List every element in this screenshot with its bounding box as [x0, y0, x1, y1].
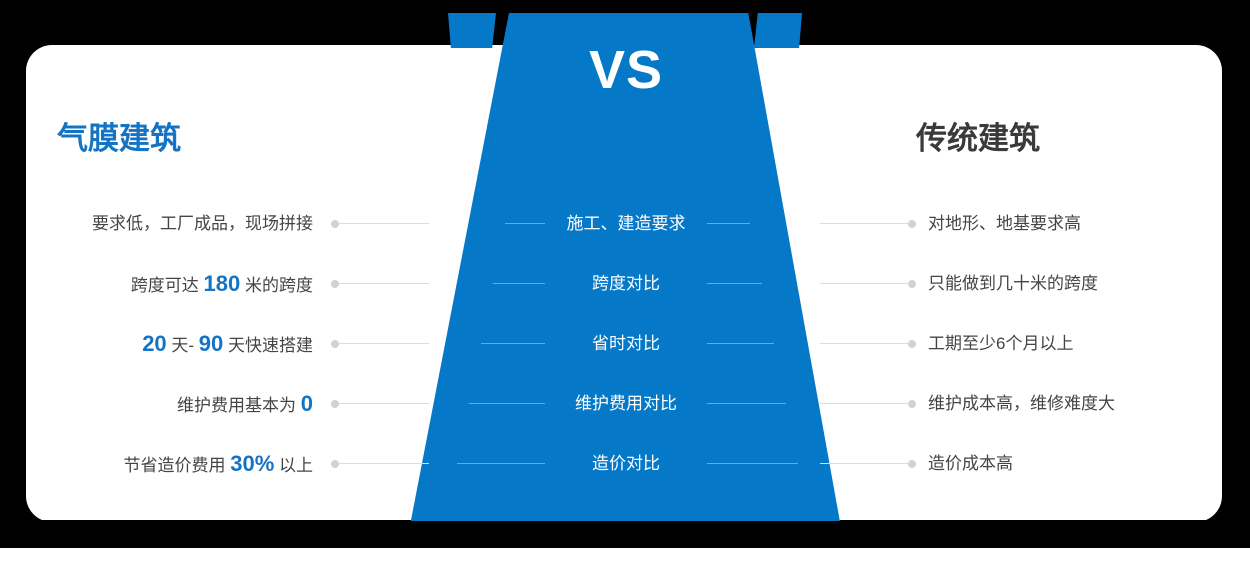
- heading-air-dome: 气膜建筑: [57, 121, 181, 156]
- connector-line-right: [820, 343, 910, 344]
- connector-line-left: [339, 223, 429, 224]
- connector-line-inner-right: [707, 403, 786, 404]
- connector-line-inner-left: [505, 223, 545, 224]
- connector-dot-left: [331, 460, 339, 468]
- connector-dot-left: [331, 220, 339, 228]
- row-right-value: 对地形、地基要求高: [928, 214, 1081, 233]
- connector-line-inner-right: [707, 223, 750, 224]
- connector-dot-right: [908, 340, 916, 348]
- connector-line-right: [820, 403, 910, 404]
- connector-dot-left: [331, 340, 339, 348]
- row-left-value: 20 天- 90 天快速搭建: [142, 331, 313, 356]
- comparison-row: 维护费用基本为 0 维护费用对比 维护成本高，维修难度大: [0, 389, 1250, 419]
- vs-label: VS: [588, 40, 664, 100]
- row-criterion-label: 跨度对比: [592, 274, 660, 293]
- row-left-value: 要求低，工厂成品，现场拼接: [92, 214, 313, 233]
- connector-dot-left: [331, 280, 339, 288]
- row-criterion-label: 维护费用对比: [575, 394, 677, 413]
- connector-line-right: [820, 283, 910, 284]
- row-left-value: 跨度可达 180 米的跨度: [130, 271, 313, 296]
- row-right-value: 只能做到几十米的跨度: [928, 274, 1098, 293]
- connector-line-left: [339, 463, 429, 464]
- connector-line-right: [820, 223, 910, 224]
- connector-dot-right: [908, 280, 916, 288]
- row-right-value: 工期至少6个月以上: [928, 334, 1074, 353]
- connector-line-inner-left: [481, 343, 545, 344]
- row-right-value: 维护成本高，维修难度大: [928, 394, 1115, 413]
- row-right-value: 造价成本高: [928, 454, 1013, 473]
- row-left-highlight: 30%: [230, 451, 275, 476]
- connector-line-inner-right: [707, 343, 774, 344]
- row-criterion-label: 省时对比: [592, 334, 660, 353]
- row-criterion-label: 造价对比: [592, 454, 660, 473]
- connector-dot-right: [908, 220, 916, 228]
- row-left-highlight: 0: [300, 391, 313, 416]
- comparison-row: 要求低，工厂成品，现场拼接 施工、建造要求 对地形、地基要求高: [0, 209, 1250, 239]
- connector-dot-left: [331, 400, 339, 408]
- connector-line-left: [339, 343, 429, 344]
- connector-line-inner-right: [707, 283, 762, 284]
- connector-line-inner-left: [457, 463, 545, 464]
- row-criterion-label: 施工、建造要求: [566, 214, 686, 233]
- connector-dot-right: [908, 400, 916, 408]
- comparison-row: 20 天- 90 天快速搭建 省时对比 工期至少6个月以上: [0, 329, 1250, 359]
- connector-line-inner-left: [493, 283, 545, 284]
- banner-wing-left: [448, 13, 496, 48]
- comparison-row: 跨度可达 180 米的跨度 跨度对比 只能做到几十米的跨度: [0, 269, 1250, 299]
- row-left-value: 维护费用基本为 0: [177, 391, 313, 416]
- backdrop-white-bottom: [0, 548, 1250, 561]
- comparison-row: 节省造价费用 30% 以上 造价对比 造价成本高: [0, 449, 1250, 479]
- connector-line-inner-left: [469, 403, 545, 404]
- connector-line-left: [339, 403, 429, 404]
- row-left-highlight: 180: [203, 271, 241, 296]
- connector-line-inner-right: [707, 463, 798, 464]
- heading-traditional: 传统建筑: [916, 121, 1040, 156]
- connector-dot-right: [908, 460, 916, 468]
- connector-line-left: [339, 283, 429, 284]
- row-left-highlight: 90: [198, 331, 224, 356]
- row-left-value: 节省造价费用 30% 以上: [123, 451, 313, 476]
- row-left-highlight: 20: [142, 331, 167, 356]
- connector-line-right: [820, 463, 910, 464]
- backdrop-bottom-band: [0, 520, 1250, 548]
- banner-wing-right: [754, 13, 802, 48]
